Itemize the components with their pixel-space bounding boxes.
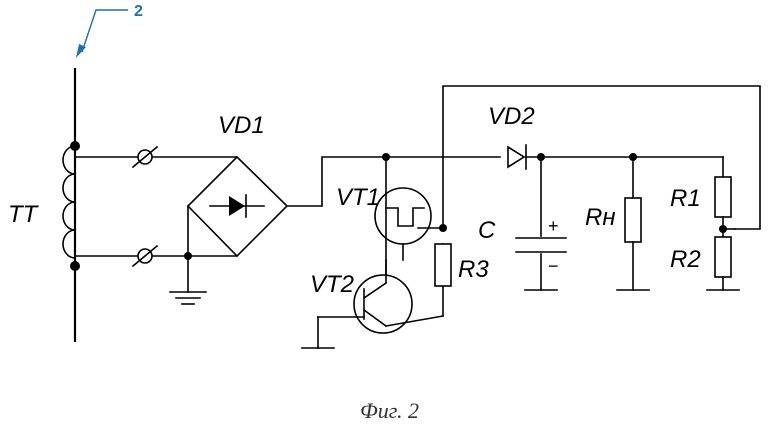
reference-number: 2 bbox=[134, 3, 143, 20]
resistor-r3 bbox=[435, 244, 451, 286]
label-rn: Rн bbox=[585, 204, 616, 231]
label-vt2: VT2 bbox=[310, 271, 354, 298]
label-vt1: VT1 bbox=[336, 184, 380, 211]
label-vd2: VD2 bbox=[488, 103, 535, 130]
label-r1: R1 bbox=[670, 185, 701, 212]
voltage-divider bbox=[707, 157, 739, 290]
label-vd1: VD1 bbox=[218, 112, 265, 139]
label-c: C bbox=[478, 217, 496, 244]
label-r3: R3 bbox=[458, 256, 489, 283]
capacitor-minus-sign: − bbox=[548, 256, 559, 276]
figure-caption: Фиг. 2 bbox=[360, 398, 419, 423]
load-resistor bbox=[617, 153, 649, 290]
current-transformer bbox=[63, 68, 80, 342]
label-tt: TT bbox=[8, 201, 40, 228]
diode-bridge-vd1 bbox=[188, 157, 287, 256]
capacitor-plus-sign: + bbox=[548, 216, 559, 236]
reference-arrow bbox=[76, 10, 128, 58]
bridge-ground bbox=[170, 206, 206, 304]
label-r2: R2 bbox=[670, 246, 701, 273]
